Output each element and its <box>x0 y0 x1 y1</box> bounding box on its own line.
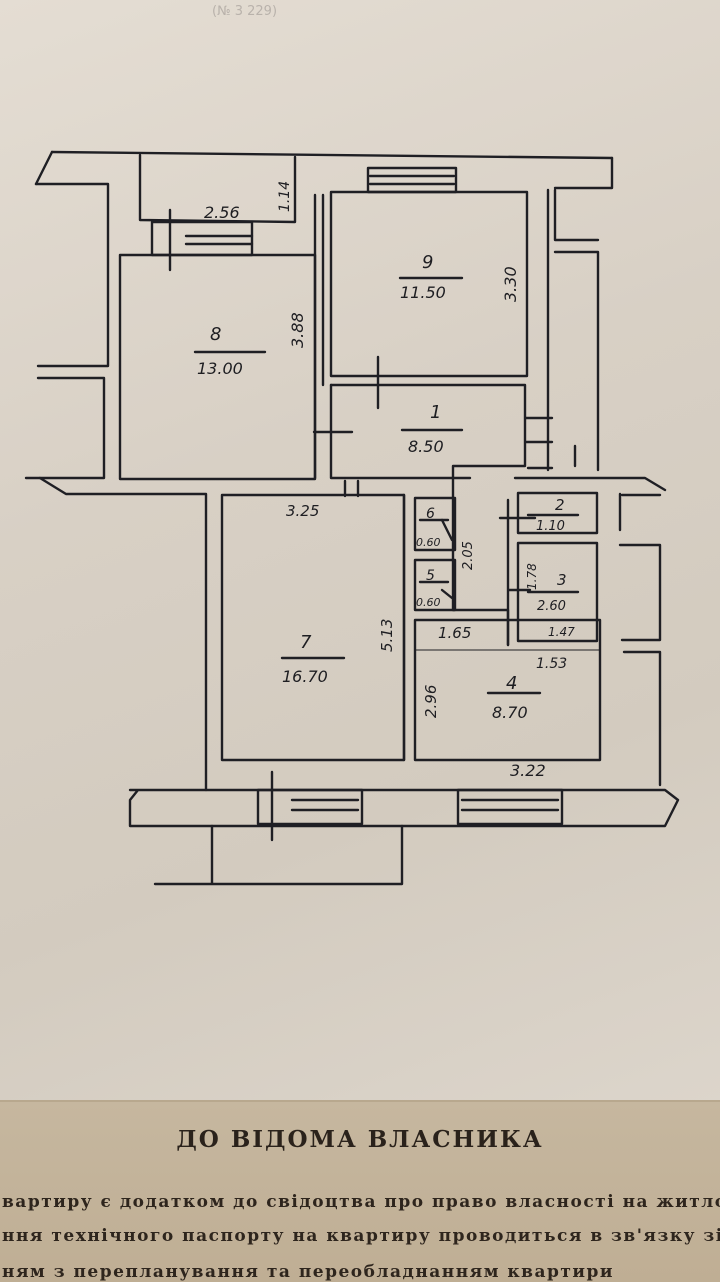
room-2-outline <box>516 491 599 535</box>
notice-line-2: ння технічного паспорту на квартиру пров… <box>2 1226 720 1246</box>
room-8-area: 13.00 <box>197 359 243 378</box>
dim-room-4-top: 1.65 <box>438 624 471 642</box>
outer-top-wall <box>50 150 614 160</box>
room-9-number: 9 <box>422 252 433 273</box>
room-4-outline <box>413 618 602 762</box>
room-3-number: 3 <box>557 571 567 589</box>
room-3-area: 2.60 <box>537 599 566 614</box>
room-7-outline <box>220 493 406 762</box>
room-4-number: 4 <box>506 673 517 694</box>
room-5-number: 5 <box>426 568 435 584</box>
room-2-number: 2 <box>555 496 565 514</box>
room-3-outline <box>516 541 599 643</box>
balcony-bottom-outline <box>153 824 404 886</box>
room-1-area: 8.50 <box>408 437 444 456</box>
dim-balcony-width: 2.56 <box>204 203 240 222</box>
floor-plan: 8 13.00 9 11.50 1 8.50 7 16.70 4 8.70 2 … <box>24 150 680 886</box>
room-9-area: 11.50 <box>400 283 446 302</box>
notice-title: ДО ВІДОМА ВЛАСНИКА <box>176 1126 544 1153</box>
room-6-area: 0.60 <box>416 536 441 549</box>
plan-walls <box>24 150 680 886</box>
paper-sheet <box>0 0 720 1105</box>
notice-panel <box>0 1100 720 1282</box>
room-5-outline <box>413 558 457 612</box>
faint-stamp: (№ 3 229) <box>212 4 278 19</box>
room-5-area: 0.60 <box>416 596 441 609</box>
dim-room-4-right-top: 1.53 <box>536 656 567 672</box>
room-2-area: 1.10 <box>536 519 565 534</box>
room-6-outline <box>413 496 457 552</box>
dim-room-3-depth: 1.78 <box>525 563 539 590</box>
room-6-number: 6 <box>426 506 435 522</box>
dim-balcony-depth: 1.14 <box>277 181 293 212</box>
dim-room-8-depth: 3.88 <box>288 312 307 348</box>
dim-room-9-depth: 3.30 <box>501 266 520 302</box>
room-7-number: 7 <box>300 632 312 653</box>
dim-room-7-depth: 5.13 <box>378 619 396 652</box>
notice-line-1: вартиру є додатком до свідоцтва про прав… <box>2 1192 720 1212</box>
dim-room-7-width: 3.25 <box>286 502 319 520</box>
room-7-area: 16.70 <box>282 667 328 686</box>
room-8-number: 8 <box>210 324 221 345</box>
dim-room-4-width: 3.22 <box>510 761 546 780</box>
room-1-number: 1 <box>430 402 441 423</box>
room-4-area: 8.70 <box>492 703 528 722</box>
dim-room-4-depth: 2.96 <box>422 685 440 718</box>
notice-line-3: ням з перепланування та переобладнанням … <box>2 1262 615 1282</box>
dim-closet-depth: 2.05 <box>461 541 476 570</box>
dim-room-3-width: 1.47 <box>548 625 575 639</box>
